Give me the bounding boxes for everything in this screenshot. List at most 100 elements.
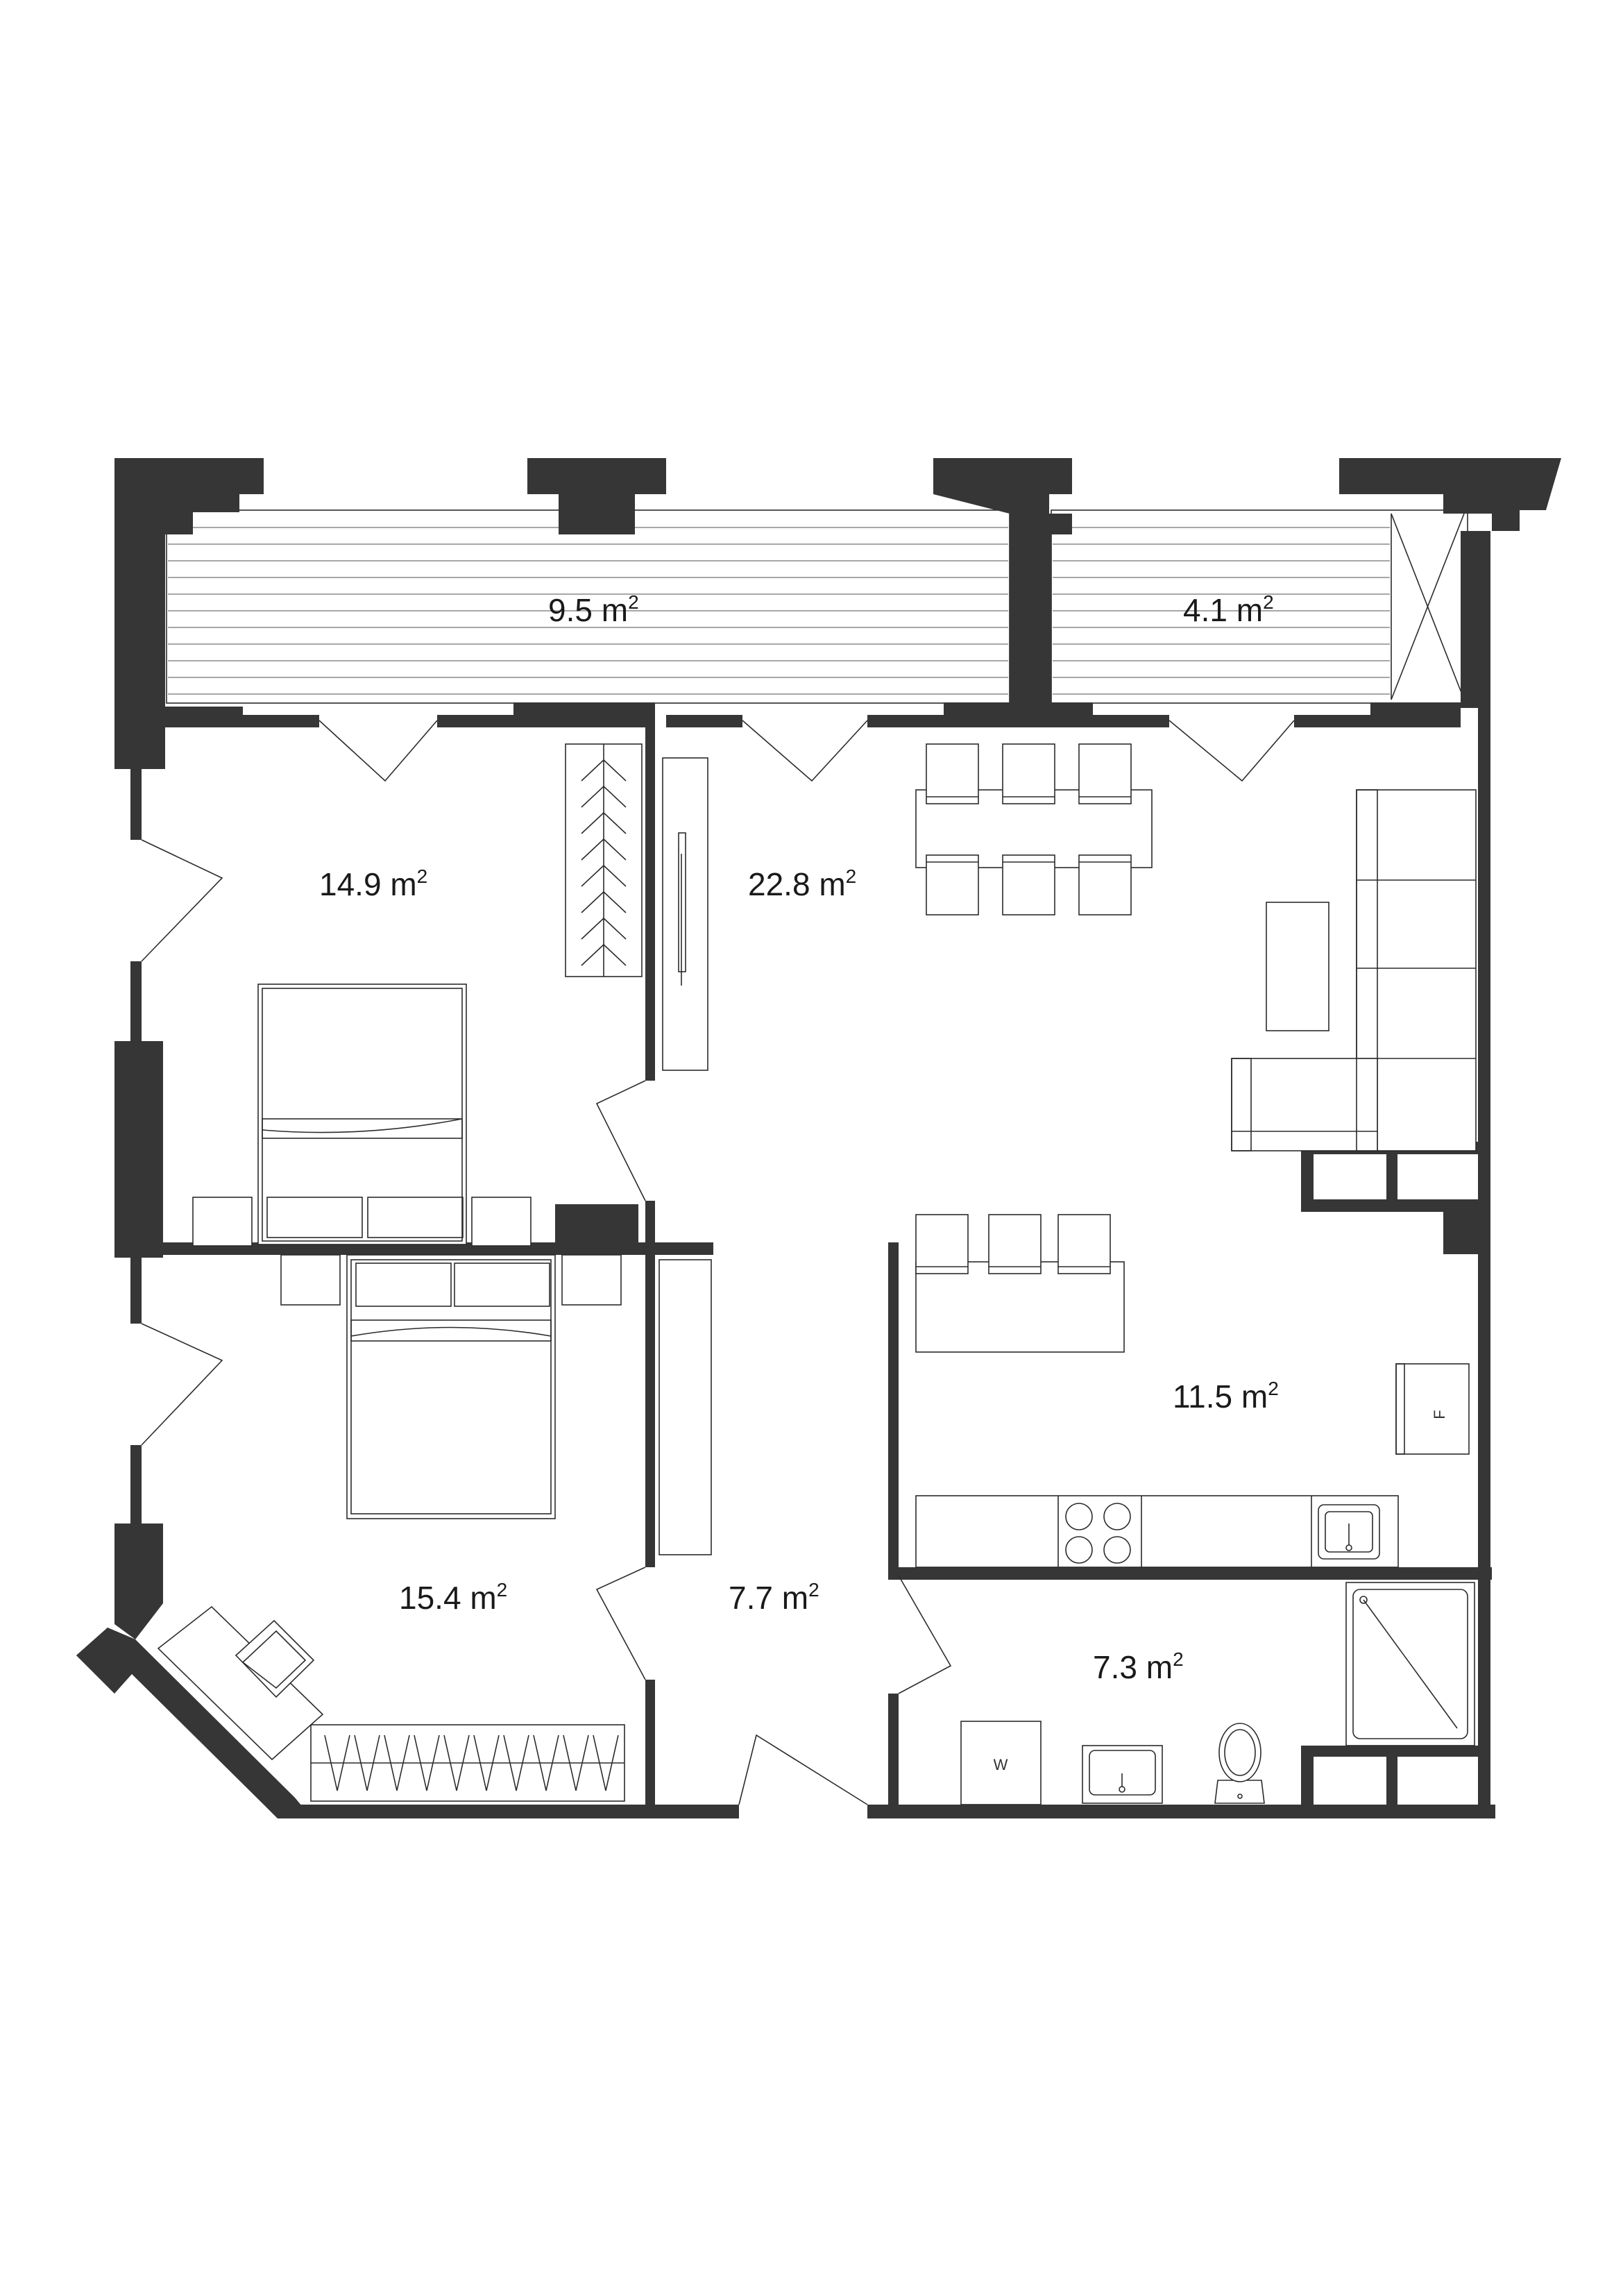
- bar-stool: [915, 1214, 969, 1274]
- door-swing: [595, 1080, 646, 1201]
- wall-partition: [645, 1201, 655, 1256]
- wall-partition: [645, 702, 655, 1081]
- hanger: [533, 1734, 559, 1791]
- shaft-upper: [1301, 1142, 1481, 1212]
- wall-segment: [867, 715, 944, 727]
- hanger: [593, 1734, 619, 1791]
- wall-diagonal: [76, 1628, 312, 1818]
- door-swing: [318, 720, 438, 782]
- dining-chair: [926, 743, 979, 804]
- area-label-bedroom-1: 14.9 m2: [319, 866, 427, 902]
- desk: [157, 1605, 324, 1761]
- wall-left-corner: [114, 1523, 163, 1639]
- toilet: [1214, 1723, 1265, 1804]
- bar-stool: [1057, 1214, 1111, 1274]
- hanger: [581, 785, 627, 808]
- wall-segment: [1370, 702, 1461, 727]
- dining-chair: [926, 854, 979, 915]
- hanger: [414, 1734, 440, 1791]
- fridge-label: F: [1431, 1410, 1448, 1419]
- hanger: [354, 1734, 380, 1791]
- area-label-balcony-left: 9.5 m2: [548, 591, 639, 628]
- wall-left: [130, 1258, 142, 1324]
- bar-stool: [988, 1214, 1042, 1274]
- wall-right: [1478, 1253, 1490, 1818]
- shower: [1345, 1582, 1475, 1746]
- bed-bedroom-1: [192, 984, 532, 1247]
- dining-chair: [1002, 743, 1055, 804]
- hanger: [581, 943, 627, 966]
- wall-pillar-right: [1443, 1204, 1490, 1254]
- washer-label: W: [994, 1756, 1008, 1773]
- wall-left: [130, 763, 142, 840]
- wall-right: [1478, 531, 1490, 1253]
- wall-partition: [645, 1255, 655, 1567]
- wall-diagonal-outer: [76, 1628, 135, 1694]
- dining-chair: [1002, 854, 1055, 915]
- dining-set: [915, 743, 1153, 915]
- balcony-decking-right: [1051, 509, 1468, 704]
- wall-left: [114, 1041, 163, 1258]
- hanger: [324, 1734, 350, 1791]
- area-label-hallway: 7.7 m2: [729, 1579, 819, 1616]
- wardrobe-bedroom-1: [565, 743, 643, 977]
- hallway-closet: [658, 1259, 712, 1555]
- wall-segment: [666, 715, 742, 727]
- area-label-bedroom-2: 15.4 m2: [399, 1579, 507, 1616]
- wall-corner-top-right: [1339, 458, 1561, 531]
- hanger: [581, 917, 627, 940]
- kitchen-bar: [915, 1214, 1125, 1353]
- wall-segment: [437, 715, 513, 727]
- kitchen-counter: [915, 1495, 1399, 1568]
- sofa: [1231, 789, 1477, 1151]
- shaft-lower: [1301, 1746, 1481, 1808]
- wall-segment: [1093, 715, 1169, 727]
- hanger: [581, 838, 627, 861]
- hanger: [443, 1734, 470, 1791]
- bed-bedroom-2: [280, 1254, 622, 1519]
- bathroom-sink: [1082, 1745, 1163, 1804]
- area-label-living-room: 22.8 m2: [748, 866, 856, 902]
- wall-pillar-top-2: [933, 458, 1072, 707]
- room-labels: 9.5 m2 4.1 m2 14.9 m2 22.8 m2 15.4 m2 7.…: [319, 591, 1279, 1685]
- wall-pillar-mid: [555, 1204, 638, 1254]
- wall-right-balcony: [1461, 531, 1488, 708]
- wall-left: [130, 961, 142, 1043]
- door-swing: [898, 1575, 952, 1694]
- fridge: F: [1395, 1363, 1470, 1455]
- hanger: [581, 890, 627, 913]
- doors: [141, 720, 1295, 1805]
- area-label-bathroom: 7.3 m2: [1093, 1648, 1184, 1685]
- hanger: [473, 1734, 500, 1791]
- wall-bottom: [867, 1805, 1495, 1818]
- wall-segment: [944, 702, 1093, 727]
- dining-chair: [1078, 743, 1132, 804]
- wall-kitchen-bath: [888, 1567, 1492, 1580]
- area-label-kitchen: 11.5 m2: [1173, 1378, 1279, 1415]
- wall-segment: [513, 702, 649, 727]
- hanger: [503, 1734, 529, 1791]
- hanger: [581, 811, 627, 834]
- door-swing: [738, 1734, 868, 1805]
- wall-bottom: [278, 1805, 739, 1818]
- wardrobe-bedroom-2: [310, 1724, 625, 1802]
- door-swing: [742, 720, 868, 782]
- door-swing: [141, 839, 223, 962]
- area-label-balcony-right: 4.1 m2: [1183, 591, 1274, 628]
- hanger: [563, 1734, 589, 1791]
- wall-segment: [165, 707, 243, 727]
- hanger: [384, 1734, 410, 1791]
- tv-unit: [662, 757, 708, 1071]
- wall-pillar-top-1: [527, 458, 666, 534]
- balcony-decking-left: [166, 509, 1010, 704]
- wall-segment: [243, 715, 319, 727]
- wall-corner-top-left: [114, 458, 264, 769]
- coffee-table: [1266, 902, 1329, 1031]
- dining-chair: [1078, 854, 1132, 915]
- wall-partition: [645, 1680, 655, 1815]
- wall-segment: [1294, 715, 1370, 727]
- wall-left: [130, 1445, 142, 1527]
- door-swing: [595, 1567, 646, 1680]
- wall-partition: [888, 1694, 899, 1815]
